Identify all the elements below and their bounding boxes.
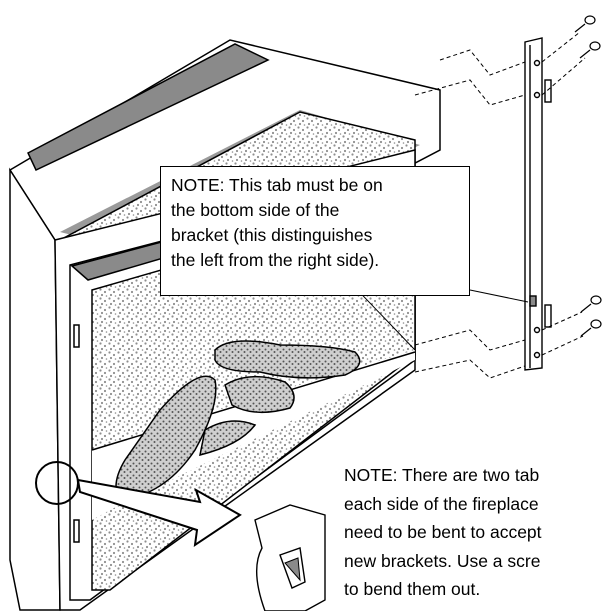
- screw-icon: [579, 41, 601, 59]
- alignment-lines: [414, 31, 586, 379]
- note-line: each side of the fireplace: [344, 493, 539, 514]
- note-line: the bottom side of the: [171, 200, 340, 220]
- log-middle: [224, 375, 295, 414]
- note-line: the left from the right side).: [171, 250, 380, 270]
- note-leader-line: [469, 289, 529, 303]
- top-trim-strip: [27, 43, 270, 171]
- hearth-area: [92, 350, 415, 520]
- fireplace-left-side: [9, 167, 61, 611]
- note-line: new brackets. Use a scre: [344, 550, 541, 571]
- note-line: NOTE: There are two tab: [344, 465, 540, 485]
- screws: [574, 15, 602, 337]
- screw-icon: [574, 15, 596, 33]
- frame-slot-lower: [73, 519, 80, 543]
- frame-slot-upper: [73, 324, 80, 348]
- bend-tabs-note: NOTE: There are two tab each side of the…: [344, 461, 602, 611]
- log-upper: [214, 340, 361, 379]
- bracket-clip-upper: [544, 79, 552, 103]
- note-line: to bend them out.: [344, 579, 481, 599]
- detail-callout: [35, 461, 326, 611]
- tab-position-note: NOTE: This tab must be on the bottom sid…: [160, 166, 470, 296]
- callout-arrow: [76, 478, 242, 548]
- screw-icon: [580, 295, 602, 313]
- note-line: need to be bent to accept: [344, 522, 542, 542]
- bracket-body: [524, 37, 543, 371]
- log-small: [199, 420, 257, 457]
- screw-icon: [580, 319, 602, 337]
- bracket: [524, 37, 552, 371]
- note-line: bracket (this distinguishes: [171, 225, 373, 245]
- bracket-tab: [529, 295, 537, 307]
- note-line: NOTE: This tab must be on: [171, 175, 383, 195]
- bracket-clip-lower: [544, 304, 552, 328]
